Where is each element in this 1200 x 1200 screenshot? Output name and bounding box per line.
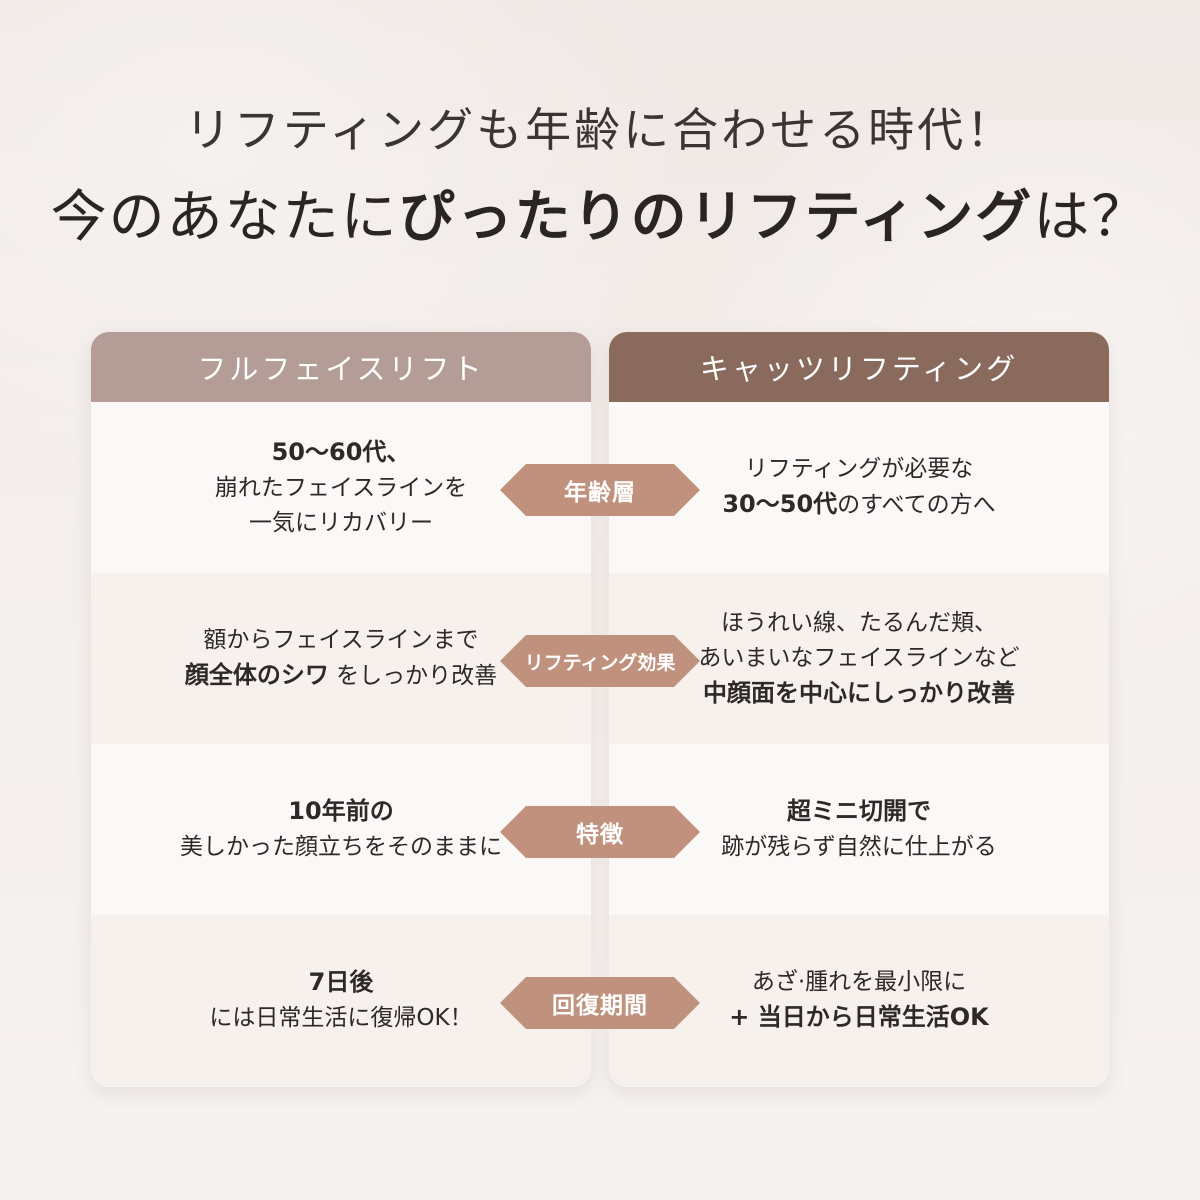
badge-recovery-period: 回復期間 (500, 977, 700, 1029)
row-text: をしっかり改善 (328, 663, 498, 689)
headline-top: リフティングも年齢に合わせる時代！ (184, 103, 1016, 157)
row-text-bold: + 当日から日常生活OK (729, 1003, 989, 1031)
row-text: 額からフェイスラインまで (203, 627, 479, 653)
row-text-bold: 中顔面を中心にしっかり改善 (703, 678, 1015, 707)
cats-lifting-card: キャッツリフティング リフティングが必要な 30～50代のすべての方へ ほうれい… (609, 332, 1109, 1087)
row-text: リフティングが必要な (744, 456, 974, 482)
row-text: 7日後 (209, 965, 472, 1001)
row-text: 跡が残らず自然に仕上がる (721, 834, 997, 860)
row-text: には日常生活に復帰OK！ (209, 1005, 473, 1031)
row-text: ほうれい線、たるんだ頬、 (721, 609, 997, 636)
row-age: 50～60代、 崩れたフェイスラインを 一気にリカバリー (91, 402, 591, 573)
headline-main-part: 今のあなたに (50, 185, 399, 250)
row-text: 50～60代、 (215, 435, 467, 471)
full-face-lift-card: フルフェイスリフト 50～60代、 崩れたフェイスラインを 一気にリカバリー 額… (91, 332, 591, 1087)
row-text-bold: 7日後 (308, 968, 374, 996)
row-text: 超ミニ切開で (721, 794, 997, 830)
row-text: 美しかった顔立ちをそのままに (180, 834, 502, 860)
badge-age-group: 年齢層 (500, 464, 700, 516)
row-text-bold: 超ミニ切開で (786, 797, 931, 825)
row-text: 10年前の (180, 794, 502, 830)
row-text: 崩れたフェイスラインを (214, 474, 468, 501)
row-text-bold: 顔全体のシワ (184, 661, 329, 689)
headline-main: 今のあなたにぴったりのリフティングは？ (0, 180, 1200, 256)
row-text: 一気にリカバリー (249, 509, 433, 536)
row-text: 中顔面を中心にしっかり改善 (698, 676, 1019, 712)
row-text: 顔全体のシワ をしっかり改善 (185, 658, 497, 694)
headline-main-part: は？ (1033, 185, 1150, 250)
row-text: 30～50代のすべての方へ (722, 487, 995, 523)
headline-main-emphasis: ぴったりのリフティング (398, 185, 1034, 250)
row-text-bold: 10年前の (288, 797, 394, 825)
badge-lifting-effect: リフティング効果 (500, 635, 700, 687)
row-text-bold: 30～50代 (722, 490, 838, 518)
row-text: あざ·腫れを最小限に (751, 969, 967, 995)
row-text-bold: 50～60代、 (271, 437, 411, 466)
row-text: のすべての方へ (837, 492, 996, 518)
badge-feature: 特徴 (500, 806, 700, 858)
row-text: あいまいなフェイスラインなど (698, 644, 1020, 671)
row-feature: 10年前の 美しかった顔立ちをそのままに (91, 744, 591, 915)
card-title: キャッツリフティング (609, 332, 1109, 402)
card-title: フルフェイスリフト (91, 332, 591, 402)
row-feature: 超ミニ切開で 跡が残らず自然に仕上がる (609, 744, 1109, 915)
row-text: + 当日から日常生活OK (729, 1000, 988, 1036)
row-age: リフティングが必要な 30～50代のすべての方へ (609, 402, 1109, 573)
